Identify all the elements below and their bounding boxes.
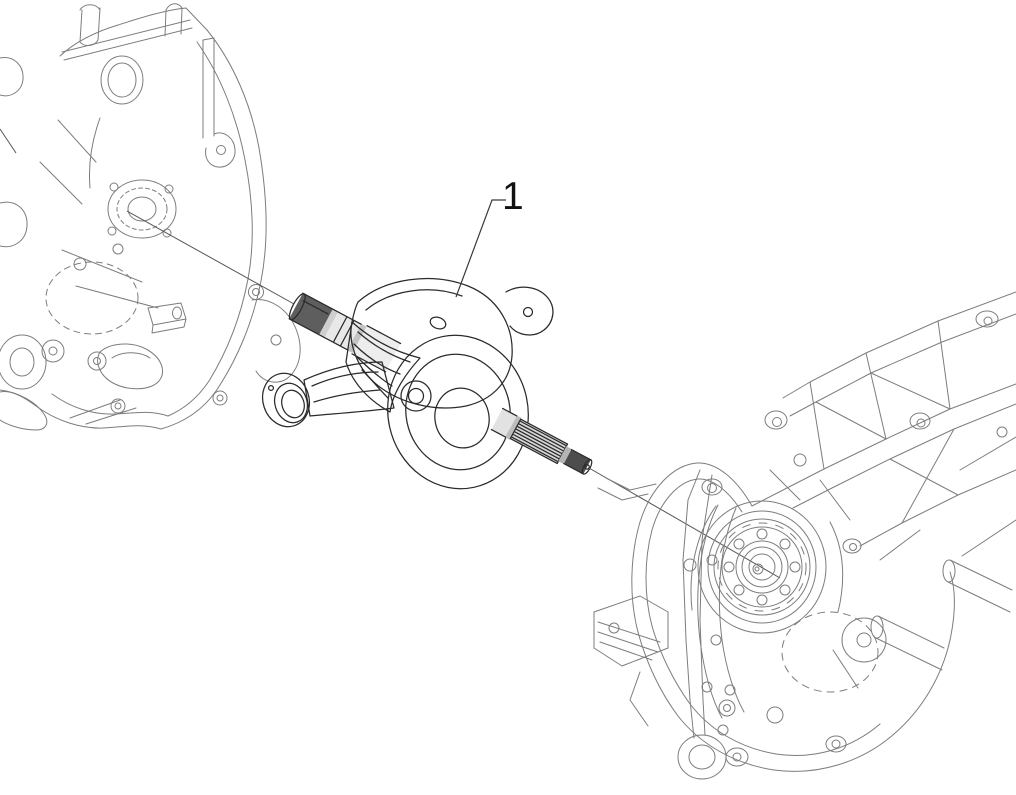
oil-gallery-slot (97, 343, 163, 390)
mount-bracket-eye (677, 734, 727, 780)
right-case-body-outline (631, 462, 955, 772)
callout-1: 1 (455, 175, 524, 298)
crankshaft-left-journal (288, 292, 402, 373)
assembly-axis-line-left (126, 210, 295, 305)
right-main-bearing (697, 500, 827, 634)
left-case-gasket-edge (160, 29, 267, 430)
part-number-label: 1 (502, 175, 524, 218)
crankcase-right-half (593, 291, 1016, 780)
cylinder-stud (79, 4, 101, 46)
callout-leader-line (455, 199, 506, 298)
crankshaft-splined-shaft (490, 407, 593, 475)
bolt-lug (205, 132, 236, 168)
crankcase-left-half (0, 3, 301, 431)
shaft-tip (563, 449, 591, 474)
oil-hole (267, 384, 275, 392)
crank-web-front (387, 286, 554, 490)
ribbed-boss (593, 595, 669, 727)
crank-pin-end (400, 380, 432, 412)
left-main-bearing-bore (107, 179, 177, 239)
case-lug (251, 299, 301, 383)
assembly-axis-line-right (588, 467, 781, 579)
engine-mount-lattice-arm (751, 291, 1016, 671)
connecting-rod (261, 361, 395, 428)
crankshaft-assembly (261, 277, 593, 490)
pump-boss (147, 302, 187, 334)
web-rim-boss (505, 286, 554, 336)
bearing-balls (723, 528, 801, 606)
chain-passage-hole (100, 55, 144, 105)
partial-leader-line (0, 128, 17, 154)
mount-bracket-arm (677, 469, 736, 780)
cylinder-stud (164, 3, 183, 37)
connecting-rod-small-end (261, 372, 311, 428)
